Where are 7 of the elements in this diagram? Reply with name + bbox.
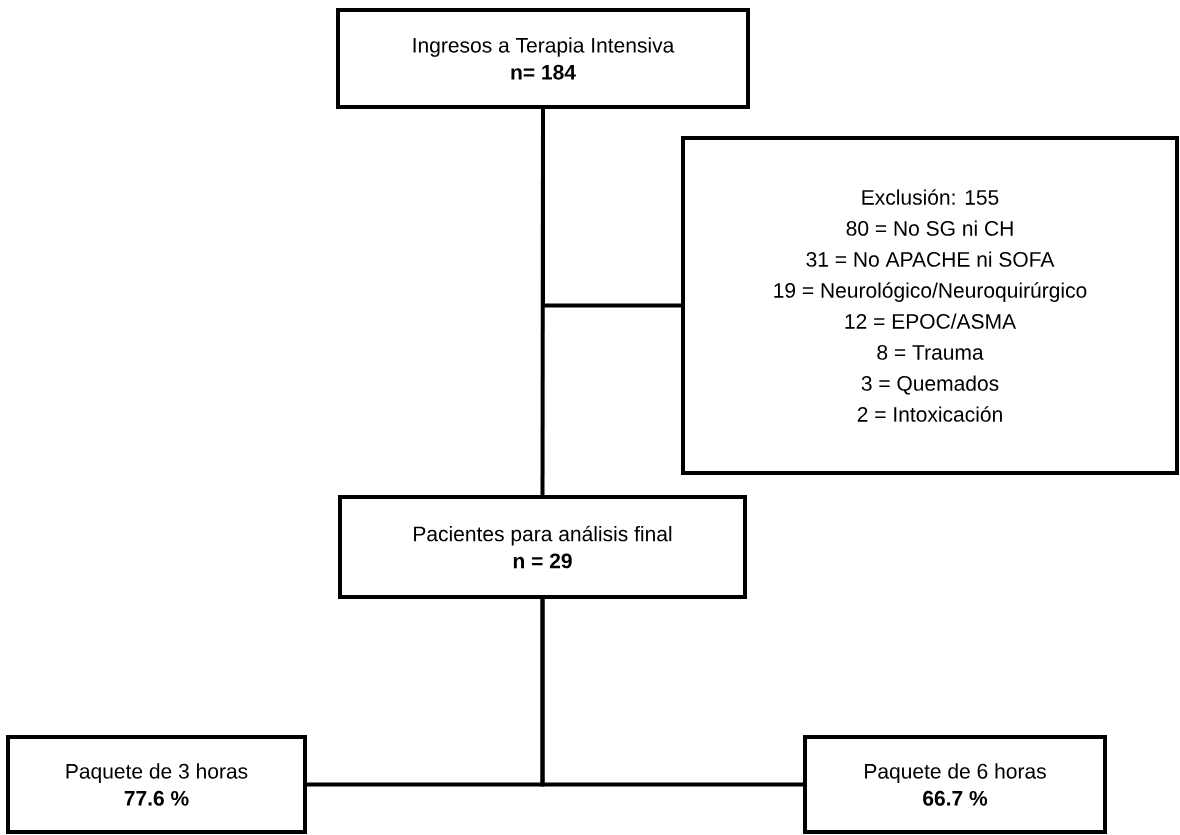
process-box: Exclusión: 155 80 = No SG ni CH 31 = No APACHE ni SOFA 19 = Neurológico/Neuroquirúrgico 12 = EPOC/ASMA 8 = Trauma 3 = Quemados 2 = Intoxicación bbox=[681, 136, 1179, 475]
connector-line bbox=[541, 109, 681, 308]
connector-line bbox=[540, 599, 803, 787]
process-box: Ingresos a Terapia Intensiva n= 184 bbox=[336, 8, 750, 109]
process-box: Paquete de 3 horas 77.6 % bbox=[6, 735, 307, 834]
process-box: Paquete de 6 horas 66.7 % bbox=[803, 735, 1107, 834]
process-box: Pacientes para análisis final n = 29 bbox=[338, 495, 747, 599]
